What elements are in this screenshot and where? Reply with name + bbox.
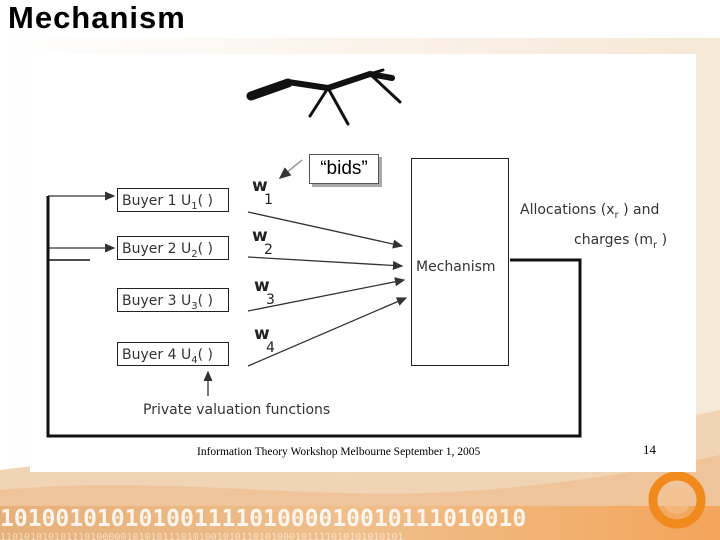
allocations-line1-suffix: ) and bbox=[619, 202, 660, 218]
binary-row-1: 10100101010100111101000010010111010010 bbox=[0, 506, 720, 532]
bid-index-3: 3 bbox=[266, 293, 275, 307]
allocations-line1-prefix: Allocations (x bbox=[520, 202, 615, 218]
slide-title: Mechanism bbox=[8, 0, 186, 36]
network-sketch-icon bbox=[251, 70, 400, 124]
bids-callout: “bids” bbox=[309, 154, 379, 184]
mechanism-label: Mechanism bbox=[416, 259, 496, 275]
mechanism-box: Mechanism bbox=[411, 158, 509, 366]
buyer-3-suffix: ( ) bbox=[198, 293, 213, 309]
buyer-2-box: Buyer 2 U2( ) bbox=[117, 236, 229, 260]
footer-text: Information Theory Workshop Melbourne Se… bbox=[197, 446, 480, 458]
allocations-text: Allocations (xr ) and charges (mr ) bbox=[520, 198, 690, 258]
bid-index-2: 2 bbox=[264, 243, 273, 257]
binary-row-2: 1101010101011101000001010101110101001010… bbox=[0, 532, 720, 540]
bid-arrow-2 bbox=[248, 257, 402, 266]
mechanism-diagram: Buyer 1 U1( ) Buyer 2 U2( ) Buyer 3 U3( … bbox=[30, 54, 696, 472]
buyer-3-label: Buyer 3 U bbox=[122, 293, 191, 309]
buyer-4-suffix: ( ) bbox=[198, 347, 213, 363]
buyer-2-suffix: ( ) bbox=[198, 241, 213, 257]
buyer-2-label: Buyer 2 U bbox=[122, 241, 191, 257]
buyer-4-label: Buyer 4 U bbox=[122, 347, 191, 363]
binary-decoration: 10100101010100111101000010010111010010 1… bbox=[0, 506, 720, 540]
buyer-1-suffix: ( ) bbox=[198, 193, 213, 209]
allocations-line2-prefix: charges (m bbox=[574, 232, 653, 248]
callout-pointer-arrow bbox=[280, 160, 302, 178]
bid-index-1: 1 bbox=[264, 193, 273, 207]
private-valuation-label: Private valuation functions bbox=[143, 402, 330, 418]
buyer-1-box: Buyer 1 U1( ) bbox=[117, 188, 229, 212]
buyer-4-box: Buyer 4 U4( ) bbox=[117, 342, 229, 366]
buyer-1-label: Buyer 1 U bbox=[122, 193, 191, 209]
bid-index-4: 4 bbox=[266, 341, 275, 355]
buyer-3-box: Buyer 3 U3( ) bbox=[117, 288, 229, 312]
allocations-line2-suffix: ) bbox=[657, 232, 667, 248]
diagram-lines bbox=[30, 54, 696, 472]
allocations-line2: charges (mr ) bbox=[520, 228, 690, 258]
page-number: 14 bbox=[643, 442, 656, 458]
